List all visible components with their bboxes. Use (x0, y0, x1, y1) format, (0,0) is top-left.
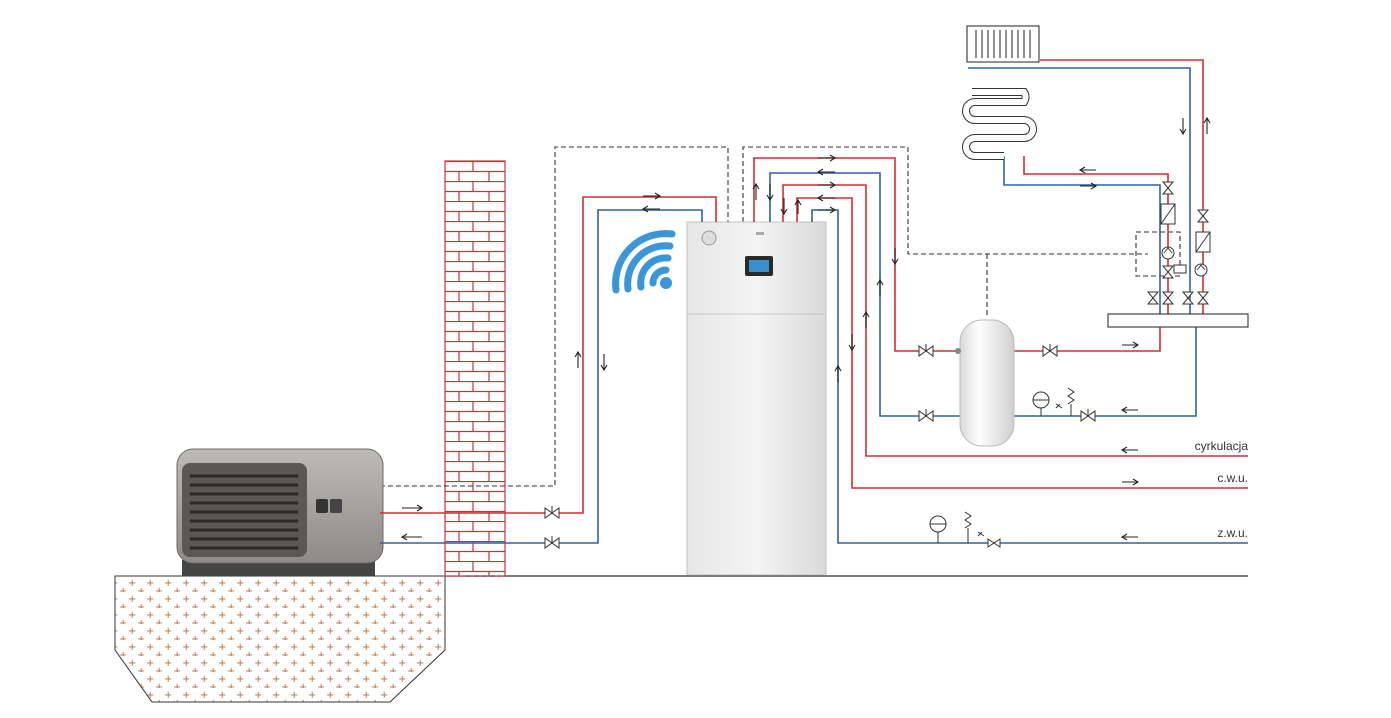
valve-icon (987, 538, 1001, 548)
system-pipes (753, 157, 1248, 544)
valve-icon (1161, 265, 1175, 279)
valve-icon (1181, 291, 1195, 305)
outdoor-heat-pump (176, 448, 384, 576)
indoor-heat-pump-unit (686, 221, 827, 576)
valve-icon (544, 536, 560, 549)
wifi-icon (612, 230, 676, 294)
dhw-tank (955, 319, 1015, 447)
heat-pump-pipes (380, 196, 717, 544)
filter-icon (1160, 203, 1176, 225)
valve-icon (544, 506, 560, 519)
valve-icon (1042, 344, 1058, 357)
radiator-icon (966, 25, 1040, 63)
valve-icon (918, 344, 934, 357)
fan-grille (190, 474, 298, 550)
cold-water-label: z.w.u. (1217, 526, 1248, 540)
valve-icon (1196, 291, 1210, 305)
hot-water-label: c.w.u. (1217, 471, 1248, 485)
pump-icon (1161, 246, 1175, 260)
ground-foundation (114, 575, 1248, 703)
flow-arrow-icon (400, 116, 1211, 541)
valve-icon (918, 409, 934, 422)
safety-valve-icon (964, 387, 1075, 543)
valve-icon (1196, 209, 1210, 223)
filter-icon (1195, 231, 1211, 253)
pump-icon (1194, 263, 1208, 277)
control-wiring (380, 146, 1181, 577)
expansion-vessel-icon (929, 391, 1050, 543)
valves (544, 181, 1210, 549)
valve-icon (1161, 291, 1175, 305)
heating-riser-pipes (968, 59, 1204, 314)
valve-icon (1146, 291, 1160, 305)
circulation-label: cyrkulacja (1195, 439, 1249, 453)
manifold (1107, 313, 1249, 328)
valve-icon (1161, 181, 1175, 195)
floor-heating-coil-icon (962, 88, 1037, 160)
valve-icon (1080, 409, 1096, 422)
riser-components (1160, 203, 1211, 277)
